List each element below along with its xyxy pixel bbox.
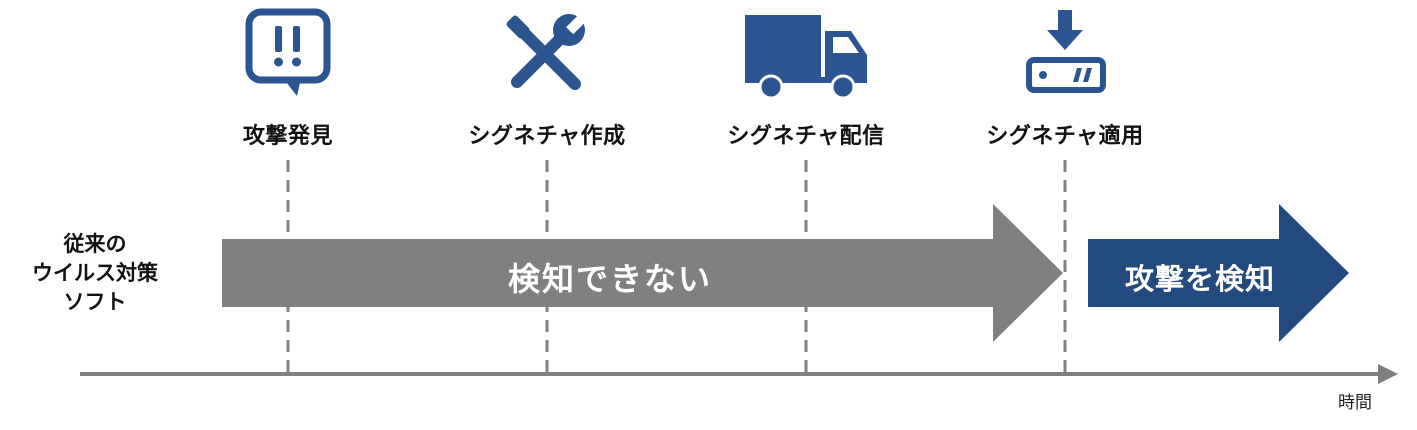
legacy-antivirus-label: 従来の ウイルス対策 ソフト [32, 232, 158, 314]
time-axis-arrowhead [1378, 364, 1398, 384]
stage-label-attack-discovery: 攻撃発見 [242, 124, 333, 149]
download-device-icon [1026, 10, 1106, 93]
detected-arrow-shape [1088, 204, 1349, 342]
undetected-arrow-label: 検知できない [507, 260, 712, 298]
delivery-truck-icon [745, 15, 867, 99]
stage-label-signature-distribution: シグネチャ配信 [727, 124, 885, 149]
detected-arrow-label: 攻撃を検知 [1124, 262, 1275, 296]
alert-speech-bubble-icon [245, 8, 331, 96]
stage-label-signature-application: シグネチャ適用 [986, 124, 1144, 149]
undetected-arrow-shape [222, 204, 1063, 342]
wrench-screwdriver-icon [506, 13, 588, 90]
time-axis-label: 時間 [1338, 393, 1372, 413]
stage-label-signature-creation: シグネチャ作成 [468, 124, 626, 149]
